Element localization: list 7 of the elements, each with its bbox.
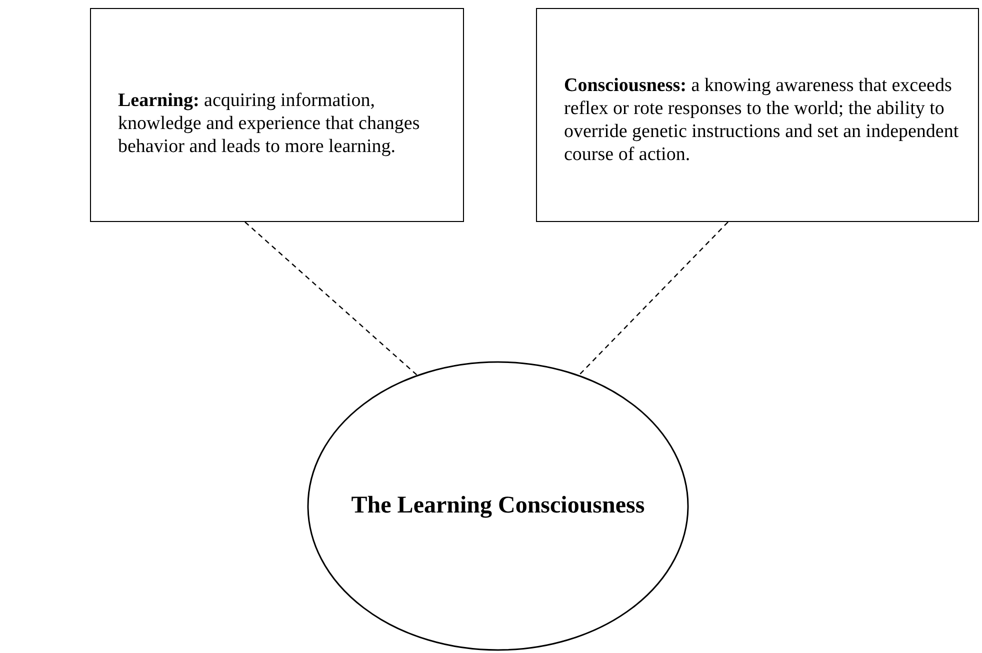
- definition-box: [90, 8, 464, 222]
- dashed-connector: [578, 222, 728, 376]
- definition-text: Learning: acquiring information, knowledge and experience that changes behavior and leads to more learning.: [118, 89, 421, 158]
- definition-text: Consciousness: a knowing awareness that exceeds reflex or rote responses to the world; the ability to override genetic instructions and set an independent course of action.: [564, 74, 960, 166]
- definition-box: [536, 8, 979, 222]
- central-title: The Learning Consciousness: [351, 492, 645, 520]
- dashed-connector: [244, 222, 418, 376]
